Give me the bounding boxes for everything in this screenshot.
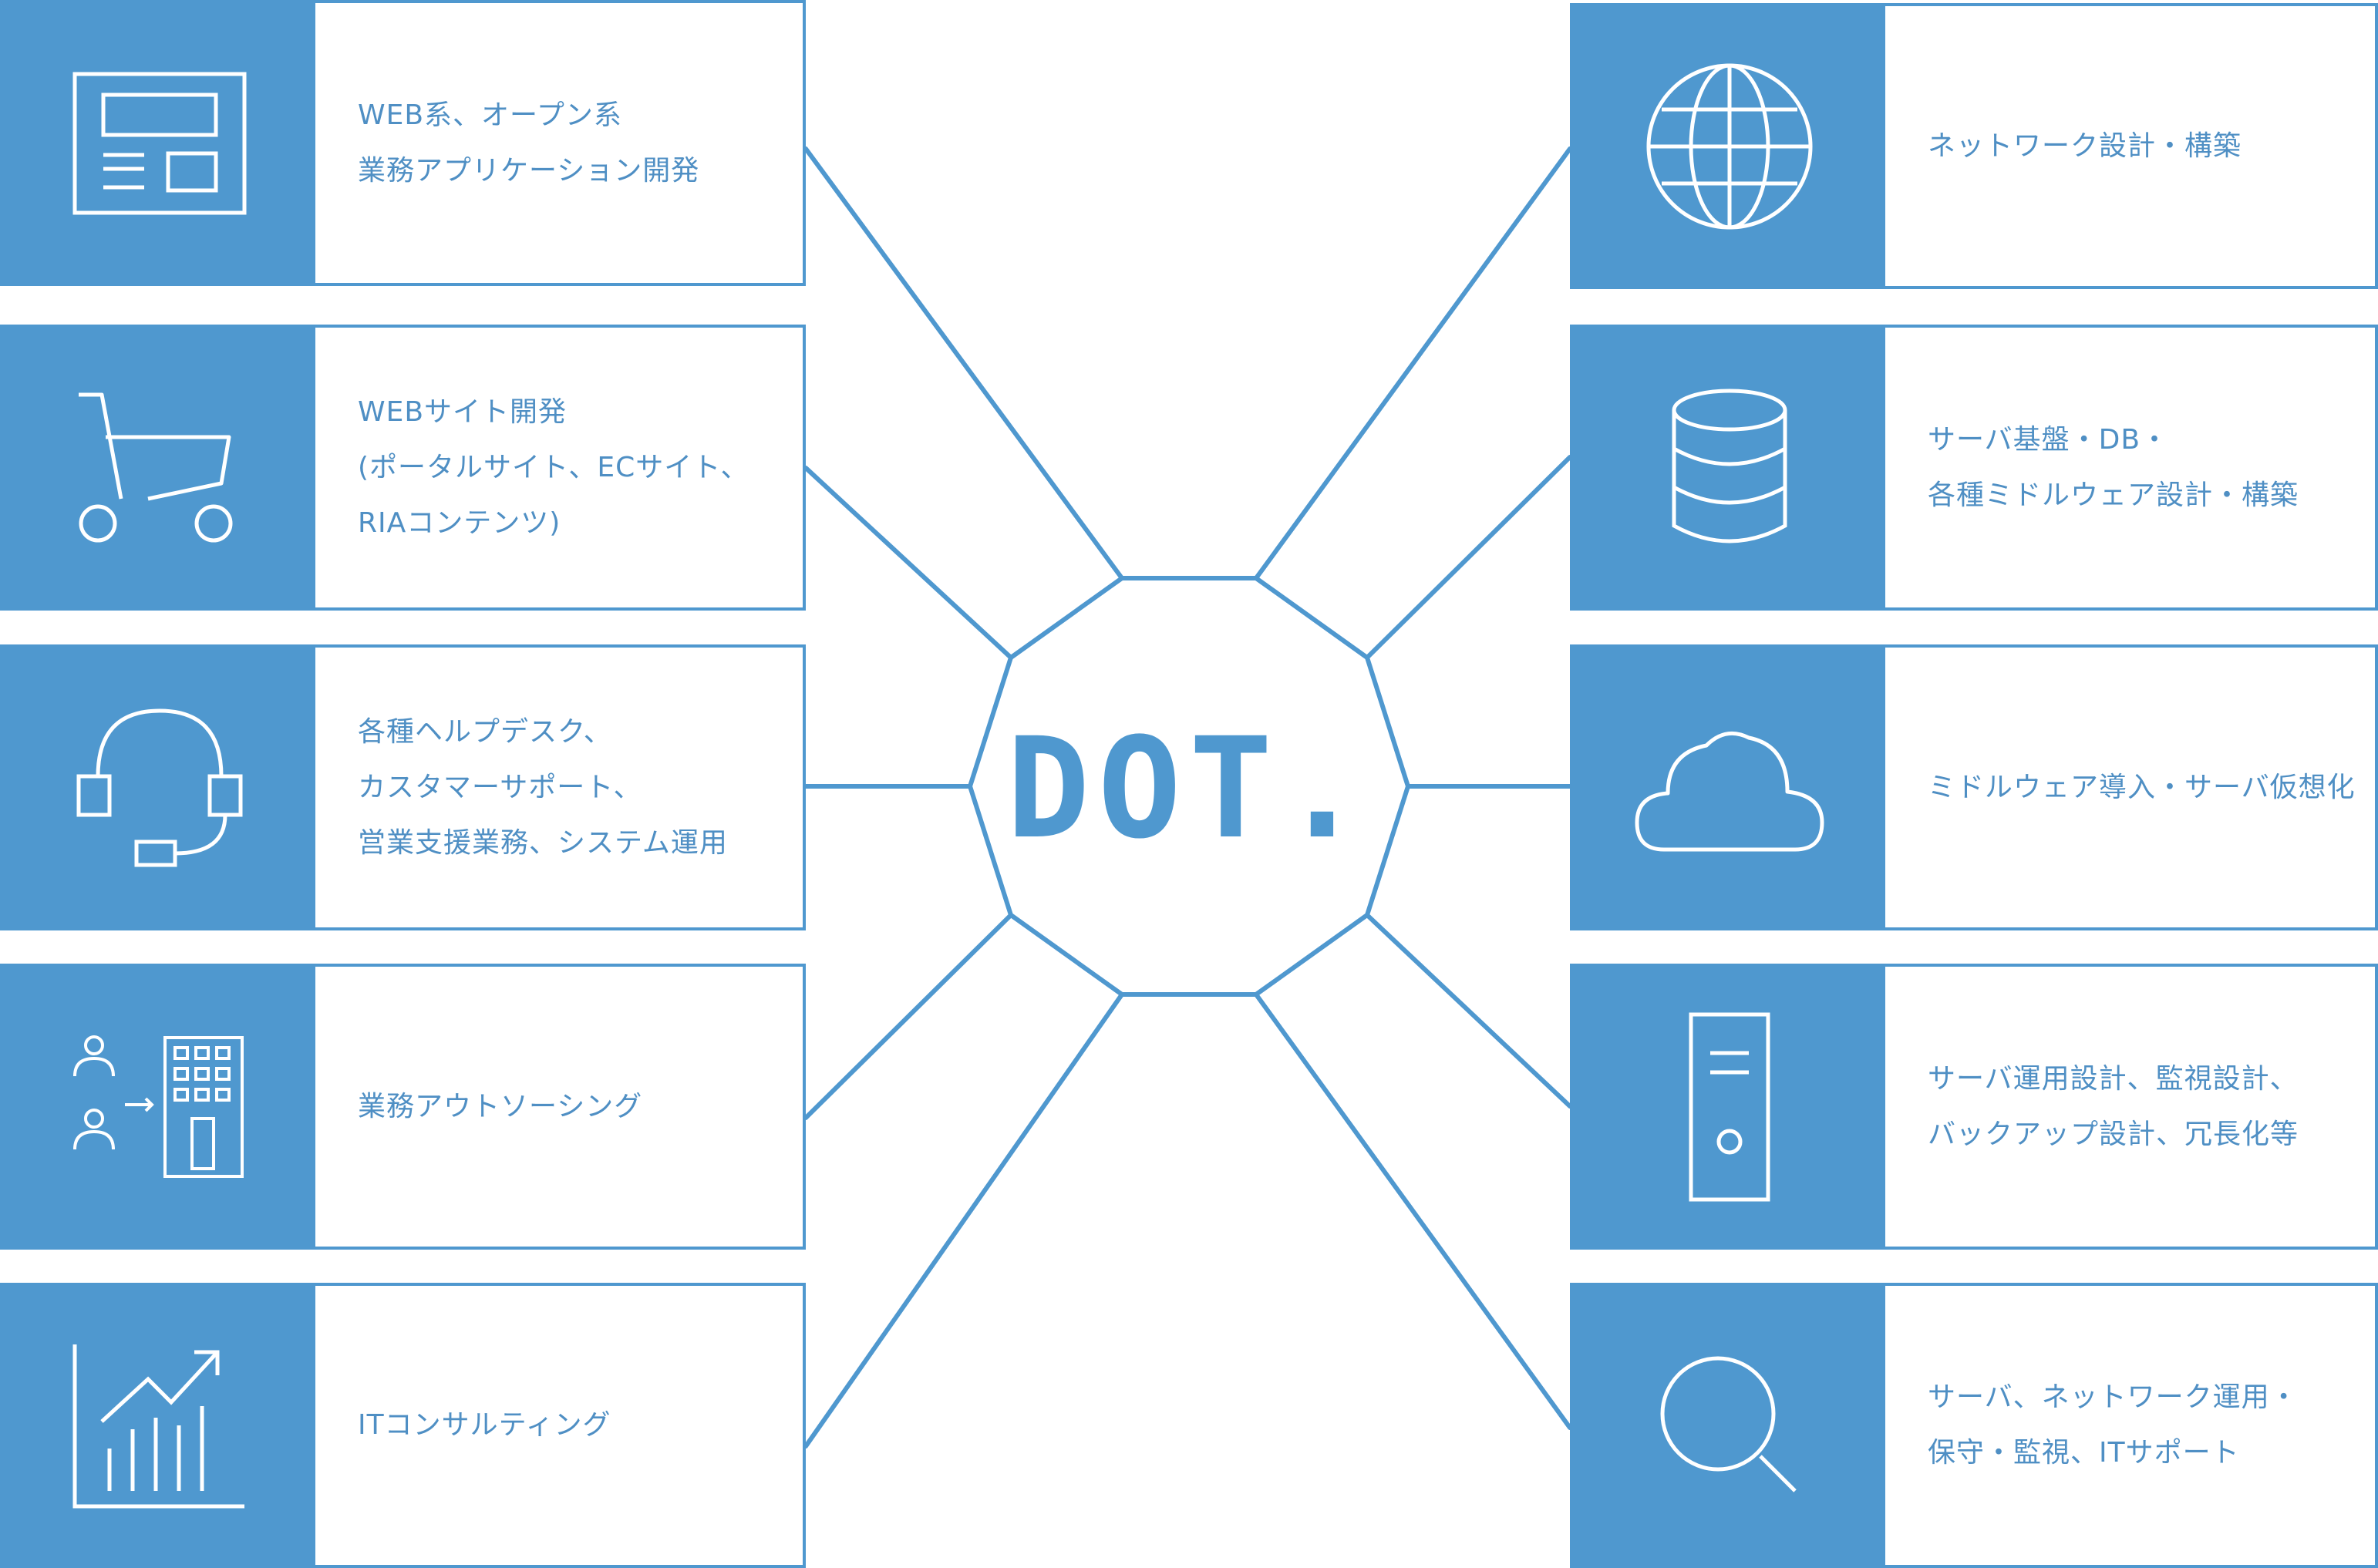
- connector-right-1: [1254, 146, 1572, 580]
- service-card-helpdesk[interactable]: 各種ヘルプデスク、 カスタマーサポート、 営業支援業務、システム運用: [0, 644, 806, 930]
- service-label: ネットワーク設計・構築: [1928, 130, 2242, 162]
- service-label: WEB系、オープン系 業務アプリケーション開発: [358, 99, 700, 187]
- database-icon: [1573, 328, 1885, 607]
- service-label: サーバ基盤・DB・ 各種ミドルウェア設計・構築: [1928, 423, 2299, 511]
- connector-left-4: [803, 913, 1013, 1120]
- service-label: 業務アウトソーシング: [358, 1090, 643, 1122]
- service-label: WEBサイト開発 (ポータルサイト、ECサイト、 RIAコンテンツ): [358, 395, 749, 539]
- hub-octagon: [967, 576, 1411, 997]
- service-label: ミドルウェア導入・サーバ仮想化: [1928, 771, 2356, 803]
- connector-right-4: [1365, 913, 1572, 1109]
- service-label: ITコンサルティング: [358, 1409, 611, 1441]
- globe-icon: [1573, 6, 1885, 286]
- cloud-icon: [1573, 648, 1885, 927]
- magnifier-icon: [1573, 1286, 1885, 1565]
- server-tower-icon: [1573, 967, 1885, 1247]
- service-label: サーバ、ネットワーク運用・ 保守・監視、ITサポート: [1928, 1381, 2299, 1469]
- connector-right-2: [1365, 455, 1572, 660]
- service-label: サーバ運用設計、監視設計、 バックアップ設計、冗長化等: [1928, 1062, 2299, 1150]
- connector-left-1: [803, 146, 1124, 580]
- connector-right-5: [1254, 992, 1572, 1430]
- growth-chart-icon: [3, 1286, 315, 1565]
- headset-icon: [3, 648, 315, 927]
- service-card-consulting[interactable]: ITコンサルティング: [0, 1283, 806, 1568]
- connector-left-2: [803, 466, 1013, 660]
- service-card-website[interactable]: WEBサイト開発 (ポータルサイト、ECサイト、 RIAコンテンツ): [0, 325, 806, 611]
- service-card-server-db[interactable]: サーバ基盤・DB・ 各種ミドルウェア設計・構築: [1570, 325, 2378, 611]
- web-layout-icon: [3, 3, 315, 283]
- outsourcing-building-icon: [3, 967, 315, 1247]
- service-card-support[interactable]: サーバ、ネットワーク運用・ 保守・監視、ITサポート: [1570, 1283, 2378, 1568]
- service-card-web-app[interactable]: WEB系、オープン系 業務アプリケーション開発: [0, 0, 806, 286]
- service-card-outsourcing[interactable]: 業務アウトソーシング: [0, 964, 806, 1250]
- shopping-cart-icon: [3, 328, 315, 607]
- service-card-middleware[interactable]: ミドルウェア導入・サーバ仮想化: [1570, 644, 2378, 930]
- connector-left-5: [803, 992, 1124, 1449]
- service-card-network[interactable]: ネットワーク設計・構築: [1570, 3, 2378, 289]
- service-card-server-ops[interactable]: サーバ運用設計、監視設計、 バックアップ設計、冗長化等: [1570, 964, 2378, 1250]
- center-logo: DOT.: [1006, 708, 1371, 870]
- service-label: 各種ヘルプデスク、 カスタマーサポート、 営業支援業務、システム運用: [358, 715, 728, 859]
